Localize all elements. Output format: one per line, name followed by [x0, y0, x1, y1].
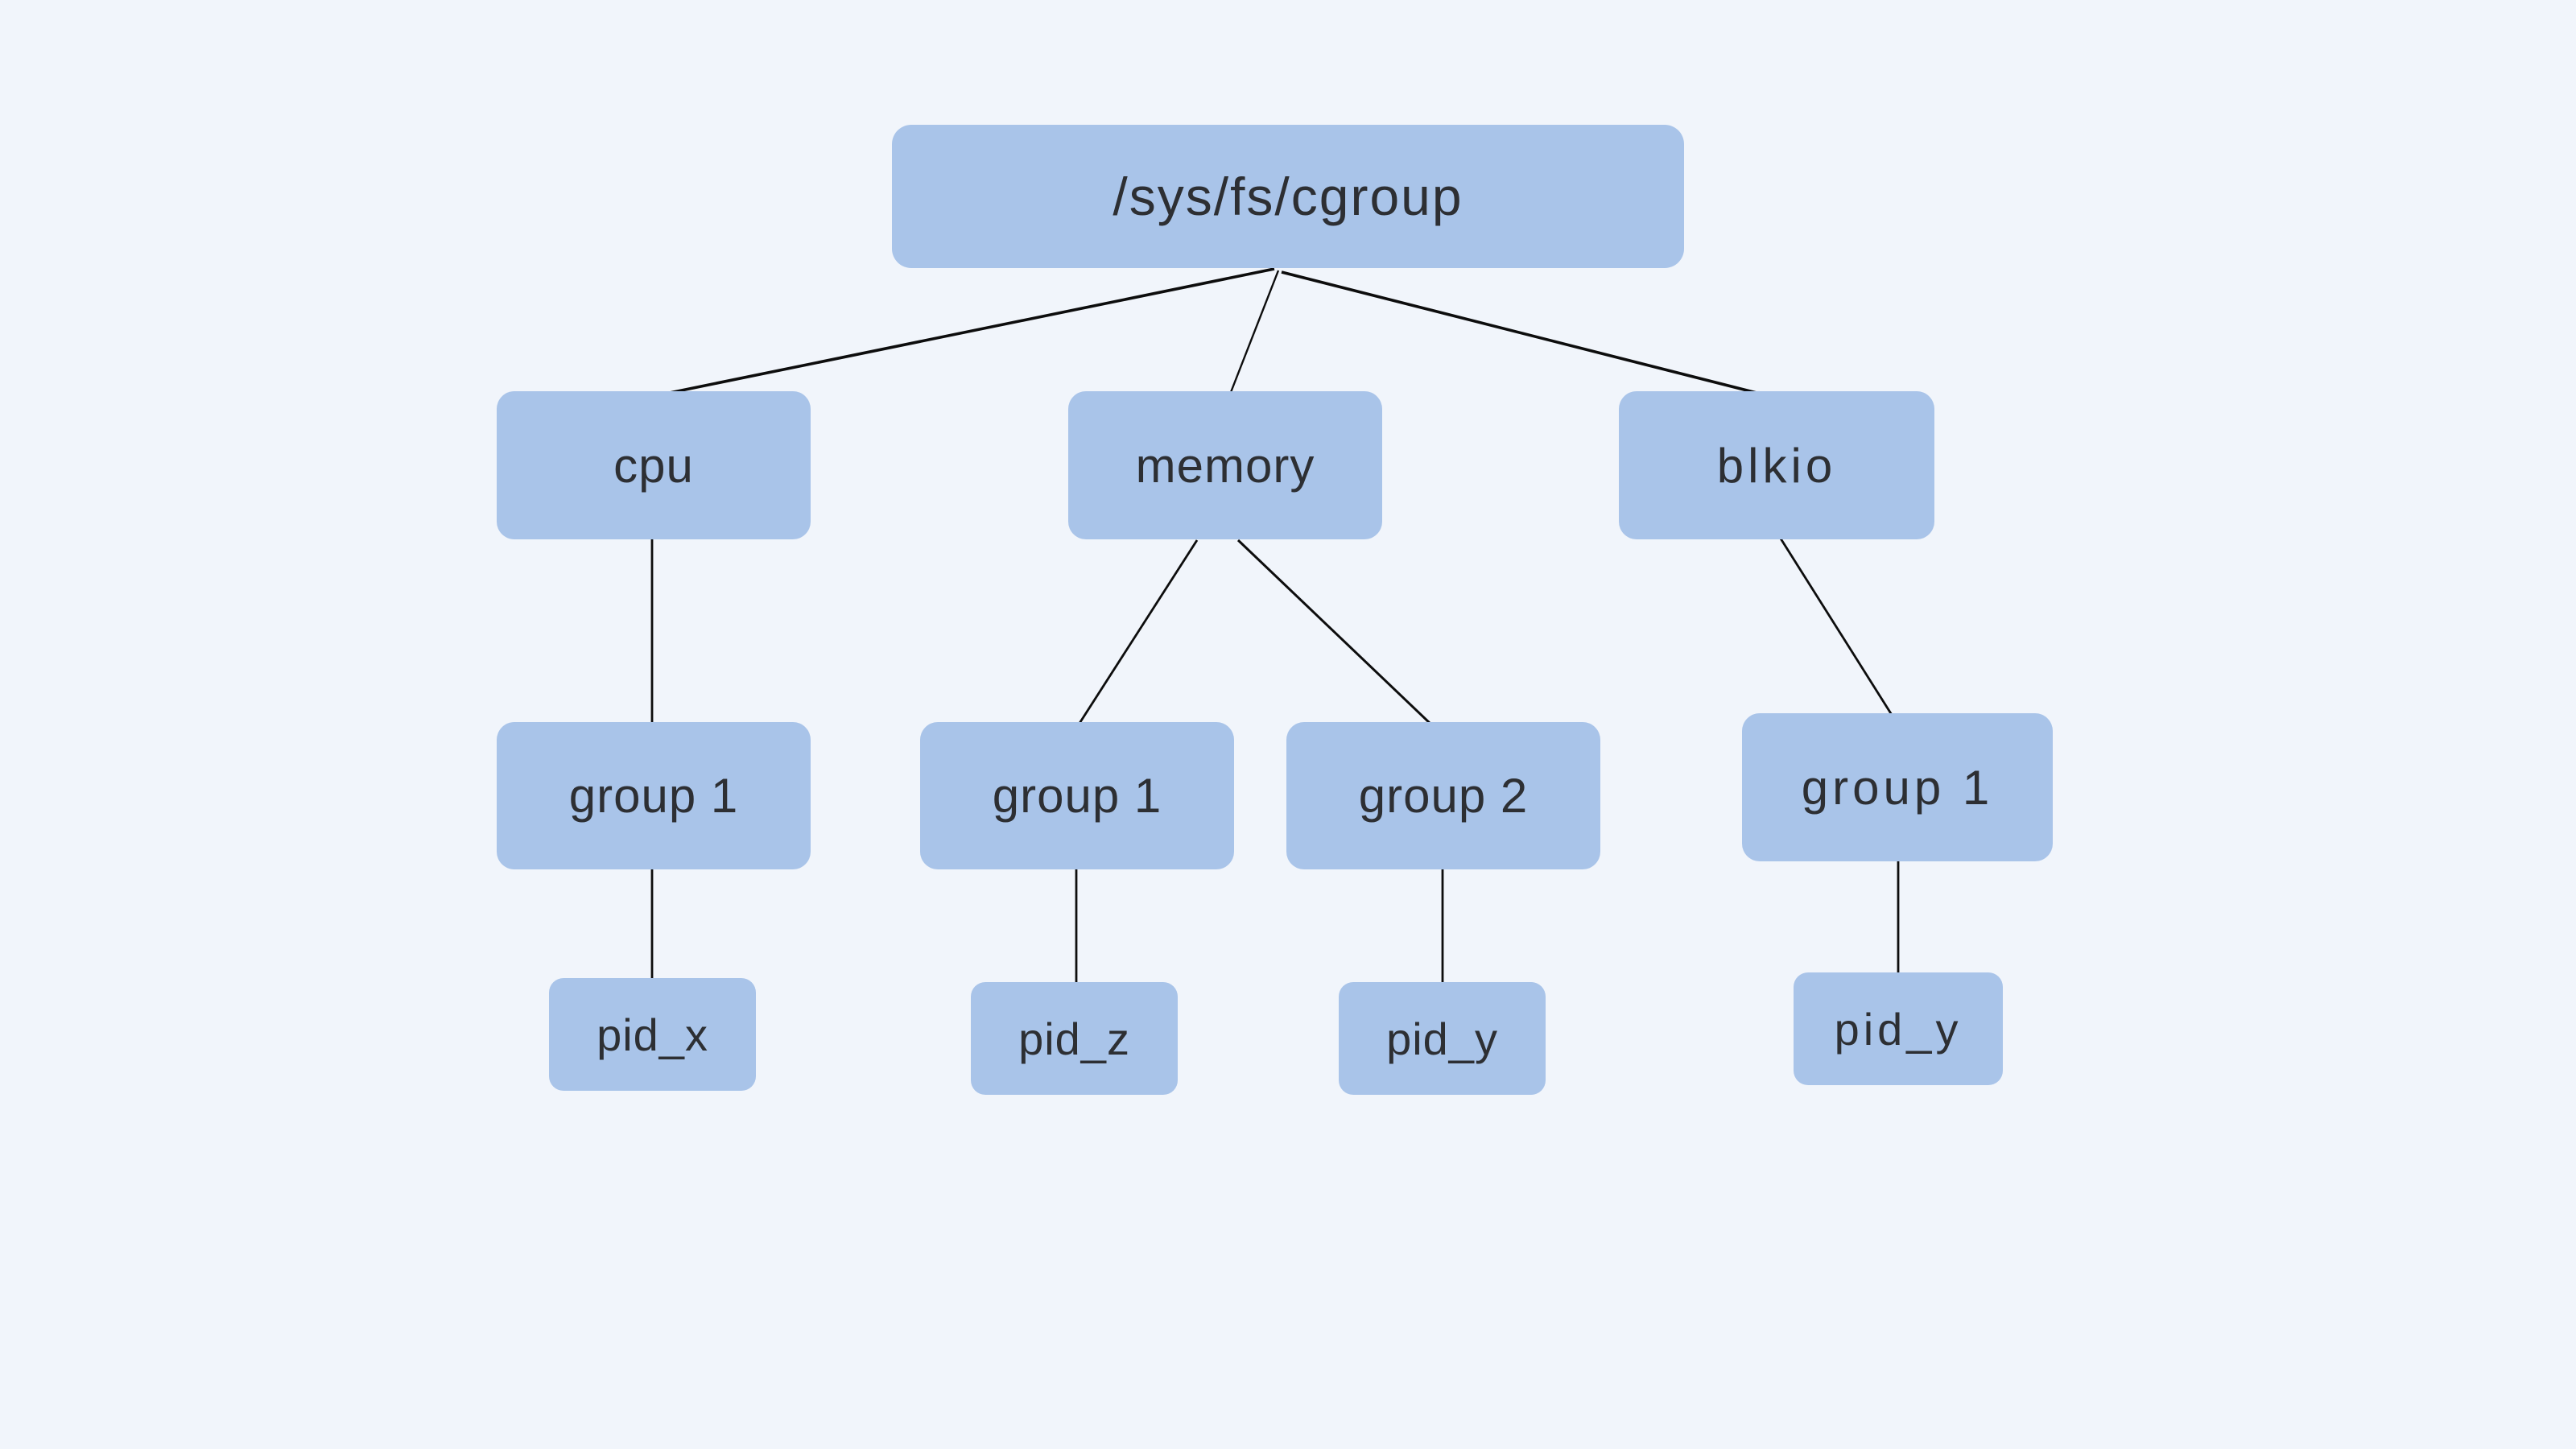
node-memory-group2: group 2 — [1286, 722, 1600, 869]
edge-memory-group2 — [1236, 539, 1433, 726]
node-blkio: blkio — [1619, 391, 1934, 539]
node-sys-fs-cgroup: /sys/fs/cgroup — [892, 125, 1684, 268]
node-memory: memory — [1068, 391, 1382, 539]
node-memory-group1: group 1 — [920, 722, 1234, 869]
node-cpu-group1: group 1 — [497, 722, 811, 869]
edge-root-memory — [1225, 270, 1280, 403]
node-pid-x: pid_x — [549, 978, 756, 1091]
edge-root-cpu — [661, 267, 1275, 396]
node-blkio-group1: group 1 — [1742, 713, 2053, 861]
node-cpu: cpu — [497, 391, 811, 539]
node-pid-z: pid_z — [971, 982, 1178, 1095]
edge-memory-group1 — [1077, 539, 1199, 725]
node-pid-y-memory: pid_y — [1339, 982, 1546, 1095]
edge-root-blkio — [1281, 270, 1764, 396]
node-pid-y-blkio: pid_y — [1794, 972, 2003, 1085]
edge-blkio-group1 — [1779, 538, 1893, 716]
